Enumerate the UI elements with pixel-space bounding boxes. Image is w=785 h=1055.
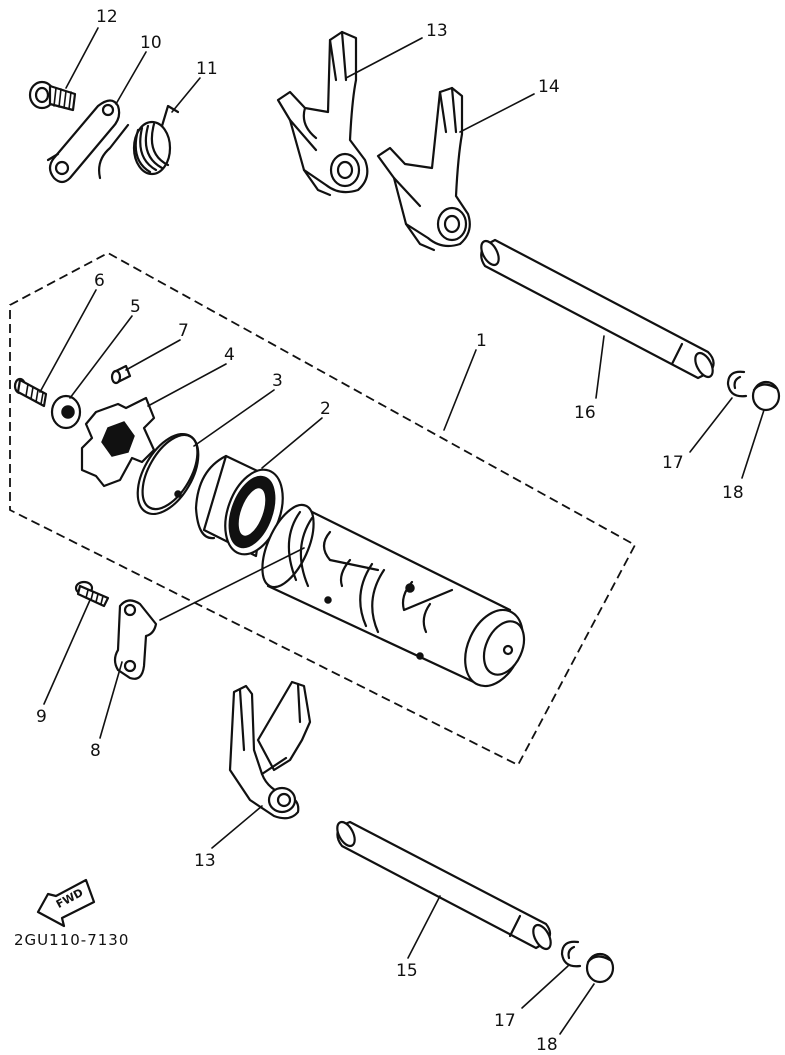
part-8-plate (113, 599, 158, 680)
part-4-segment (80, 396, 156, 488)
part-3-circlip (136, 432, 200, 516)
callout-17-top: 17 (662, 453, 684, 473)
callout-18-bottom: 18 (536, 1035, 558, 1055)
fwd-arrow-icon: FWD (36, 878, 96, 928)
assembly-1-boundary (9, 251, 637, 767)
callout-4: 4 (224, 345, 235, 365)
part-13-shift-fork-top (276, 30, 369, 197)
callout-5: 5 (130, 297, 141, 317)
part-9-screw (74, 580, 110, 608)
part-10-lever (46, 99, 121, 184)
callout-9: 9 (36, 707, 47, 727)
callout-1: 1 (476, 331, 487, 351)
part-5-washer (50, 394, 82, 430)
leader-lines (39, 27, 765, 1035)
callout-10: 10 (140, 33, 162, 53)
callout-2: 2 (320, 399, 331, 419)
part-14-shift-fork (376, 86, 471, 252)
callout-7: 7 (178, 321, 189, 341)
callout-13-top: 13 (426, 21, 448, 41)
callout-16: 16 (574, 403, 596, 423)
callout-labels: 12 10 11 13 14 6 5 7 4 3 2 1 16 17 18 9 … (36, 7, 744, 1055)
part-12-bolt (28, 80, 77, 112)
part-1-shift-drum (261, 503, 526, 688)
callout-6: 6 (94, 271, 105, 291)
part-13-shift-fork-bottom (228, 680, 312, 820)
part-2-bearing (194, 454, 284, 558)
part-16-shaft (480, 238, 715, 380)
part-18-cap-top (751, 380, 781, 412)
part-17-circlip-top (726, 370, 748, 398)
callout-17-bottom: 17 (494, 1011, 516, 1031)
part-15-shaft (336, 820, 552, 951)
diagram-code: 2GU110-7130 (14, 931, 129, 949)
callout-18-top: 18 (722, 483, 744, 503)
part-18-cap-bottom (585, 952, 615, 984)
callout-8: 8 (90, 741, 101, 761)
callout-11: 11 (196, 59, 218, 79)
callout-12: 12 (96, 7, 118, 27)
callout-13-bottom: 13 (194, 851, 216, 871)
callout-3: 3 (272, 371, 283, 391)
part-17-circlip-bottom (560, 940, 582, 968)
part-6-screw (13, 377, 48, 408)
callout-14: 14 (538, 77, 560, 97)
callout-15: 15 (396, 961, 418, 981)
